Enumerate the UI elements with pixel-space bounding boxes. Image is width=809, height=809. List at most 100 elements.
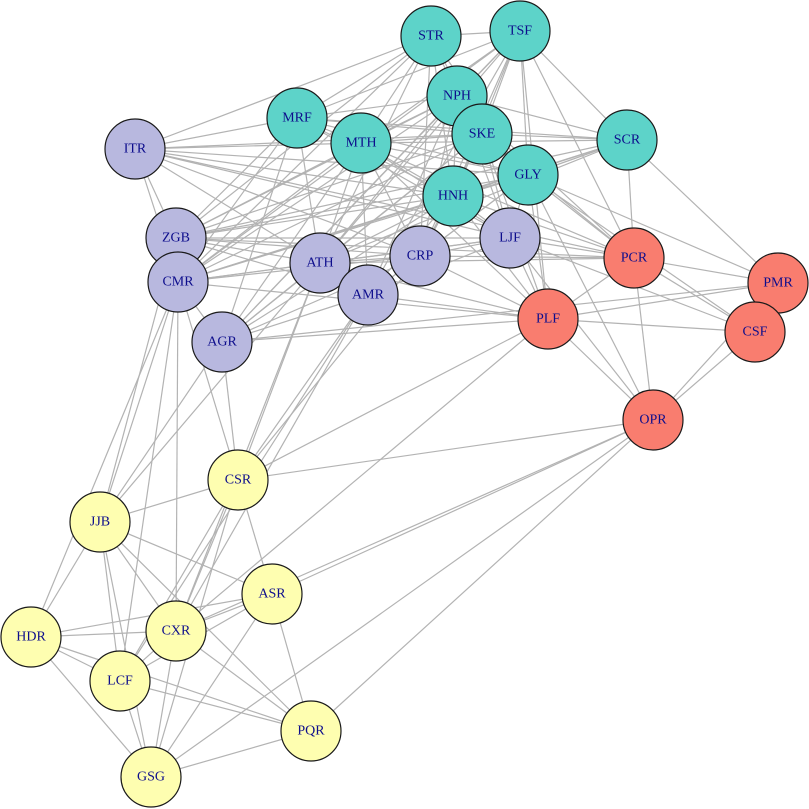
edge-opr-gsg xyxy=(150,419,654,778)
edge-itr-ath xyxy=(134,148,321,264)
edge-ath-cxr xyxy=(175,262,321,632)
node-label: ZGB xyxy=(162,231,190,246)
node-itr: ITR xyxy=(104,118,166,180)
node-label: CMR xyxy=(162,275,194,290)
edge-cmr-hdr xyxy=(30,281,179,638)
edge-ske-cmr xyxy=(177,133,483,283)
node-label: ASR xyxy=(258,587,286,602)
node-circle xyxy=(241,563,303,625)
edge-hdr-pqr xyxy=(30,636,312,732)
node-ljf: LJF xyxy=(479,207,541,269)
node-circle xyxy=(289,232,351,294)
edge-mth-cmr xyxy=(177,142,362,283)
node-label: LCF xyxy=(107,674,133,689)
node-circle xyxy=(69,491,131,553)
edge-lcf-pqr xyxy=(119,680,312,732)
edge-mth-pcr xyxy=(360,142,635,259)
edge-gly-opr xyxy=(527,174,654,421)
node-amr: AMR xyxy=(337,264,399,326)
node-tsf: TSF xyxy=(489,0,551,62)
node-label: PLF xyxy=(536,312,560,327)
node-asr: ASR xyxy=(241,563,303,625)
edge-plf-csr xyxy=(237,318,549,481)
node-circle xyxy=(280,700,342,762)
node-circle xyxy=(422,165,484,227)
edge-mrf-agr xyxy=(221,117,298,343)
node-label: ATH xyxy=(306,256,333,271)
node-gly: GLY xyxy=(497,144,559,206)
node-plf: PLF xyxy=(517,288,579,350)
node-label: TSF xyxy=(508,24,532,39)
node-label: CXR xyxy=(162,624,191,639)
edge-opr-csr xyxy=(237,419,654,481)
edge-mth-plf xyxy=(360,142,549,320)
edge-plf-csf xyxy=(547,318,756,333)
edge-itr-hnh xyxy=(134,148,454,197)
edge-cmr-cxr xyxy=(175,281,179,632)
node-circle xyxy=(145,600,207,662)
node-circle xyxy=(603,227,665,289)
node-pqr: PQR xyxy=(280,700,342,762)
edge-str-crp xyxy=(419,35,432,257)
node-ath: ATH xyxy=(289,232,351,294)
node-label: GSG xyxy=(137,770,165,785)
edge-scr-pmr xyxy=(626,139,779,284)
node-pcr: PCR xyxy=(603,227,665,289)
node-agr: AGR xyxy=(191,311,253,373)
node-csf: CSF xyxy=(724,301,786,363)
node-circle xyxy=(451,103,513,165)
edge-agr-jjb xyxy=(99,341,223,523)
edge-cmr-jjb xyxy=(99,281,179,523)
edge-opr-asr xyxy=(271,419,654,595)
node-hnh: HNH xyxy=(422,165,484,227)
node-circle xyxy=(0,606,62,668)
node-circle xyxy=(497,144,559,206)
node-label: AGR xyxy=(207,335,237,350)
node-label: HNH xyxy=(438,189,468,204)
edge-jjb-asr xyxy=(99,521,273,595)
node-label: PCR xyxy=(621,251,648,266)
node-jjb: JJB xyxy=(69,491,131,553)
node-label: SKE xyxy=(469,127,495,142)
edge-agr-pmr xyxy=(221,282,779,343)
edge-mth-itr xyxy=(134,142,362,150)
node-label: PQR xyxy=(297,724,325,739)
edge-ske-zgb xyxy=(175,133,483,239)
edge-ath-pcr xyxy=(319,257,635,264)
node-gsg: GSG xyxy=(120,746,182,808)
edge-mrf-ske xyxy=(296,117,483,135)
edge-mth-zgb xyxy=(175,142,362,239)
node-label: CRP xyxy=(407,249,434,264)
node-hdr: HDR xyxy=(0,606,62,668)
node-lcf: LCF xyxy=(89,650,151,712)
node-circle xyxy=(389,225,451,287)
node-circle xyxy=(489,0,551,62)
edge-opr-pqr xyxy=(310,419,654,732)
node-cmr: CMR xyxy=(147,251,209,313)
node-circle xyxy=(207,449,269,511)
node-opr: OPR xyxy=(622,389,684,451)
edge-amr-csr xyxy=(237,294,369,481)
edge-ath-jjb xyxy=(99,262,321,523)
edge-pmr-plf xyxy=(547,282,779,320)
edge-tsf-ath xyxy=(319,30,521,264)
node-circle xyxy=(479,207,541,269)
node-mth: MTH xyxy=(330,112,392,174)
edge-ljf-opr xyxy=(509,237,654,421)
node-circle xyxy=(517,288,579,350)
node-csr: CSR xyxy=(207,449,269,511)
node-circle xyxy=(89,650,151,712)
edge-plf-cxr xyxy=(175,318,549,632)
edge-tsf-mrf xyxy=(296,30,521,119)
node-circle xyxy=(337,264,399,326)
edge-csr-lcf xyxy=(119,479,239,682)
edge-tsf-pcr xyxy=(519,30,635,259)
node-ske: SKE xyxy=(451,103,513,165)
node-label: JJB xyxy=(90,515,110,530)
node-label: SCR xyxy=(614,133,641,148)
node-label: GLY xyxy=(514,168,541,183)
edge-hdr-gsg xyxy=(30,636,152,778)
node-circle xyxy=(330,112,392,174)
node-circle xyxy=(120,746,182,808)
